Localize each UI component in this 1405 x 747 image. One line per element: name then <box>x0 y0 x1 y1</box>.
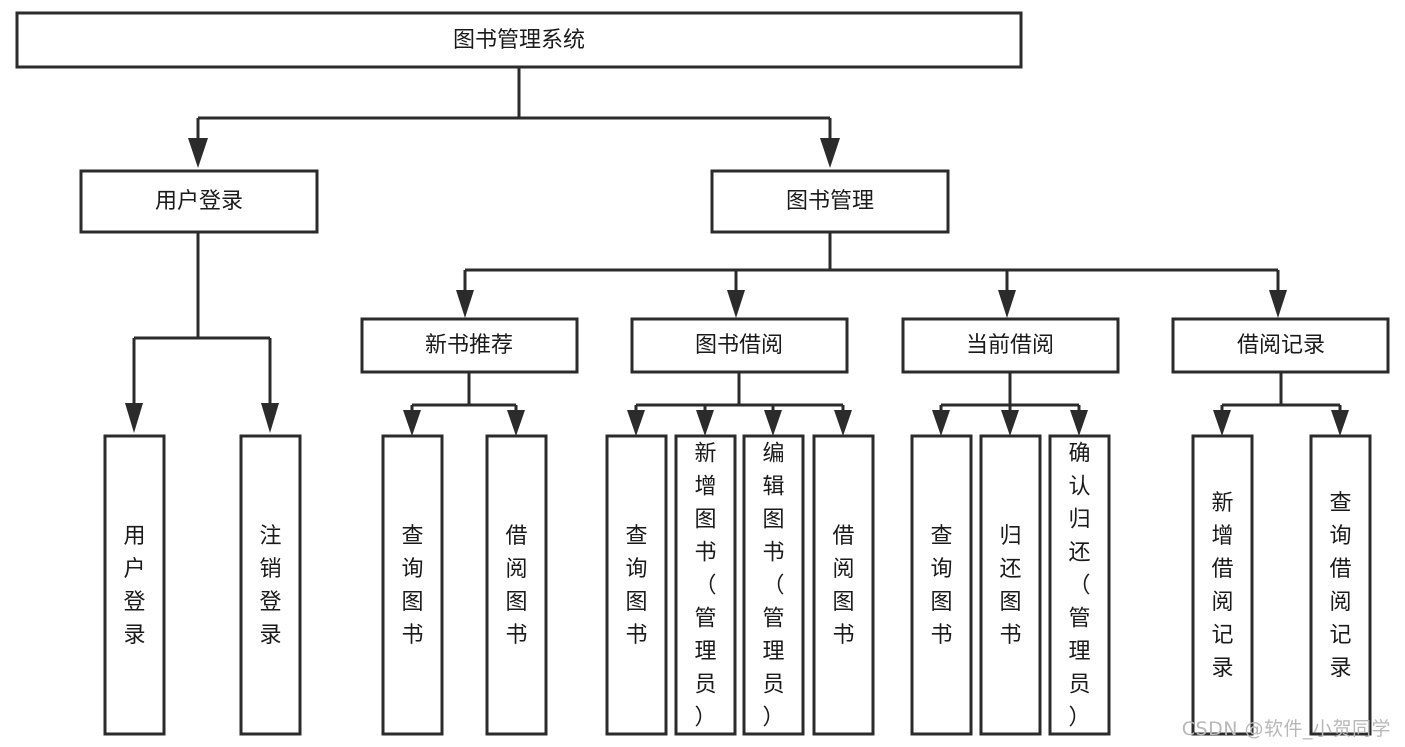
leaf-currentborrow-query-book-label: 查询图书 <box>930 524 952 648</box>
leaf-newbook-query-book-label: 查询图书 <box>401 524 423 648</box>
leaf-currentborrow-confirm-return[interactable]: 确认归还（管理员） <box>1048 434 1111 736</box>
node-root-book-management-system[interactable]: 图书管理系统 <box>15 11 1023 69</box>
leaf-borrowrecord-query-record-label: 查询借阅记录 <box>1329 491 1351 681</box>
leaf-user-login-signin-label: 用户登录 <box>123 524 145 648</box>
leaf-bookborrow-borrow-book-box[interactable] <box>812 434 875 736</box>
connector-group-bookborrow-to-leaves <box>627 373 852 436</box>
csdn-watermark: CSDN @软件_小贺同学 <box>1181 718 1391 740</box>
leaf-user-login-signin[interactable]: 用户登录 <box>103 434 166 736</box>
leaf-currentborrow-confirm-return-label: 确认归还（管理员） <box>1068 441 1090 730</box>
leaf-bookborrow-add-book[interactable]: 新增图书（管理员） <box>674 434 737 736</box>
node-borrow-record[interactable]: 借阅记录 <box>1171 317 1390 374</box>
node-new-book-recommend-box[interactable] <box>360 317 579 374</box>
node-book-management[interactable]: 图书管理 <box>710 169 950 234</box>
node-book-borrow-label: 图书借阅 <box>695 333 783 358</box>
leaf-user-login-signin-box[interactable] <box>103 434 166 736</box>
leaf-bookborrow-edit-book-box[interactable] <box>742 434 805 736</box>
leaf-currentborrow-return-book-box[interactable] <box>979 434 1042 736</box>
leaf-bookborrow-query-book-box[interactable] <box>605 434 668 736</box>
node-book-management-label: 图书管理 <box>786 189 874 214</box>
leaf-currentborrow-return-book[interactable]: 归还图书 <box>979 434 1042 736</box>
arrowhead-currentborrow-icon <box>998 290 1016 318</box>
leaf-bookborrow-edit-book[interactable]: 编辑图书（管理员） <box>742 434 805 736</box>
arrowhead-leaf-cb-3-icon <box>1070 410 1088 436</box>
connector-group-newbook-to-leaves <box>403 373 525 436</box>
leaf-currentborrow-return-book-label: 归还图书 <box>999 524 1021 648</box>
arrowhead-leaf-br-2-icon <box>1331 410 1349 436</box>
leaf-bookborrow-query-book-label: 查询图书 <box>625 524 647 648</box>
leaf-bookborrow-query-book[interactable]: 查询图书 <box>605 434 668 736</box>
arrowhead-leaf-userlogin-icon <box>125 403 143 433</box>
leaf-newbook-query-book[interactable]: 查询图书 <box>381 434 444 736</box>
leaf-user-login-signout-box[interactable] <box>239 434 302 736</box>
connector-group-bookmanage-to-level3 <box>456 233 1287 318</box>
leaf-user-login-signout[interactable]: 注销登录 <box>239 434 302 736</box>
node-borrow-record-box[interactable] <box>1171 317 1390 374</box>
connector-group-root-to-level2 <box>188 68 840 168</box>
arrowhead-leaf-br-1-icon <box>1213 410 1231 436</box>
leaf-borrowrecord-add-record-label: 新增借阅记录 <box>1211 491 1233 681</box>
node-root-box[interactable] <box>15 11 1023 69</box>
leaf-newbook-borrow-book-box[interactable] <box>485 434 548 736</box>
leaf-bookborrow-add-book-label: 新增图书（管理员） <box>694 441 716 730</box>
node-book-management-box[interactable] <box>710 169 950 234</box>
node-borrow-record-label: 借阅记录 <box>1237 333 1325 358</box>
arrowhead-book-manage-icon <box>820 138 840 168</box>
node-current-borrow-label: 当前借阅 <box>966 333 1054 358</box>
node-root-label: 图书管理系统 <box>453 28 585 53</box>
arrowhead-leaf-cb-1-icon <box>932 410 950 436</box>
leaf-borrowrecord-query-record-box[interactable] <box>1309 434 1372 736</box>
node-book-borrow[interactable]: 图书借阅 <box>630 317 849 374</box>
leaf-user-login-signout-label: 注销登录 <box>259 524 281 648</box>
connector-group-borrowrecord-to-leaves <box>1213 373 1349 436</box>
node-current-borrow[interactable]: 当前借阅 <box>901 317 1120 374</box>
leaf-borrowrecord-query-record[interactable]: 查询借阅记录 <box>1309 434 1372 736</box>
leaf-borrowrecord-add-record[interactable]: 新增借阅记录 <box>1191 434 1254 736</box>
node-user-login[interactable]: 用户登录 <box>79 169 319 234</box>
leaf-bookborrow-add-book-box[interactable] <box>674 434 737 736</box>
node-new-book-recommend-label: 新书推荐 <box>425 333 513 358</box>
connector-group-userlogin-to-leaves <box>125 233 279 433</box>
leaf-newbook-borrow-book-label: 借阅图书 <box>505 524 527 648</box>
arrowhead-leaf-bb-4-icon <box>834 410 852 436</box>
arrowhead-leaf-nb-2-icon <box>507 410 525 436</box>
leaf-currentborrow-confirm-return-box[interactable] <box>1048 434 1111 736</box>
arrowhead-bookborrow-icon <box>727 290 745 318</box>
arrowhead-leaf-nb-1-icon <box>403 410 421 436</box>
node-user-login-label: 用户登录 <box>155 189 243 214</box>
arrowhead-leaf-bb-3-icon <box>764 410 782 436</box>
arrowhead-leaf-bb-1-icon <box>627 410 645 436</box>
arrowhead-leaf-bb-2-icon <box>696 410 714 436</box>
node-new-book-recommend[interactable]: 新书推荐 <box>360 317 579 374</box>
leaf-bookborrow-edit-book-label: 编辑图书（管理员） <box>762 441 784 730</box>
arrowhead-user-login-icon <box>188 138 208 168</box>
node-book-borrow-box[interactable] <box>630 317 849 374</box>
node-current-borrow-box[interactable] <box>901 317 1120 374</box>
leaf-newbook-borrow-book[interactable]: 借阅图书 <box>485 434 548 736</box>
leaf-bookborrow-borrow-book[interactable]: 借阅图书 <box>812 434 875 736</box>
arrowhead-leaf-cb-2-icon <box>1001 410 1019 436</box>
leaf-borrowrecord-add-record-box[interactable] <box>1191 434 1254 736</box>
node-user-login-box[interactable] <box>79 169 319 234</box>
arrowhead-leaf-logout-icon <box>261 403 279 433</box>
leaf-bookborrow-borrow-book-label: 借阅图书 <box>832 524 854 648</box>
leaf-newbook-query-book-box[interactable] <box>381 434 444 736</box>
leaf-currentborrow-query-book-box[interactable] <box>910 434 973 736</box>
leaf-currentborrow-query-book[interactable]: 查询图书 <box>910 434 973 736</box>
arrowhead-borrowrecord-icon <box>1269 290 1287 318</box>
arrowhead-newbook-icon <box>456 290 474 318</box>
connector-group-currentborrow-to-leaves <box>932 373 1088 436</box>
